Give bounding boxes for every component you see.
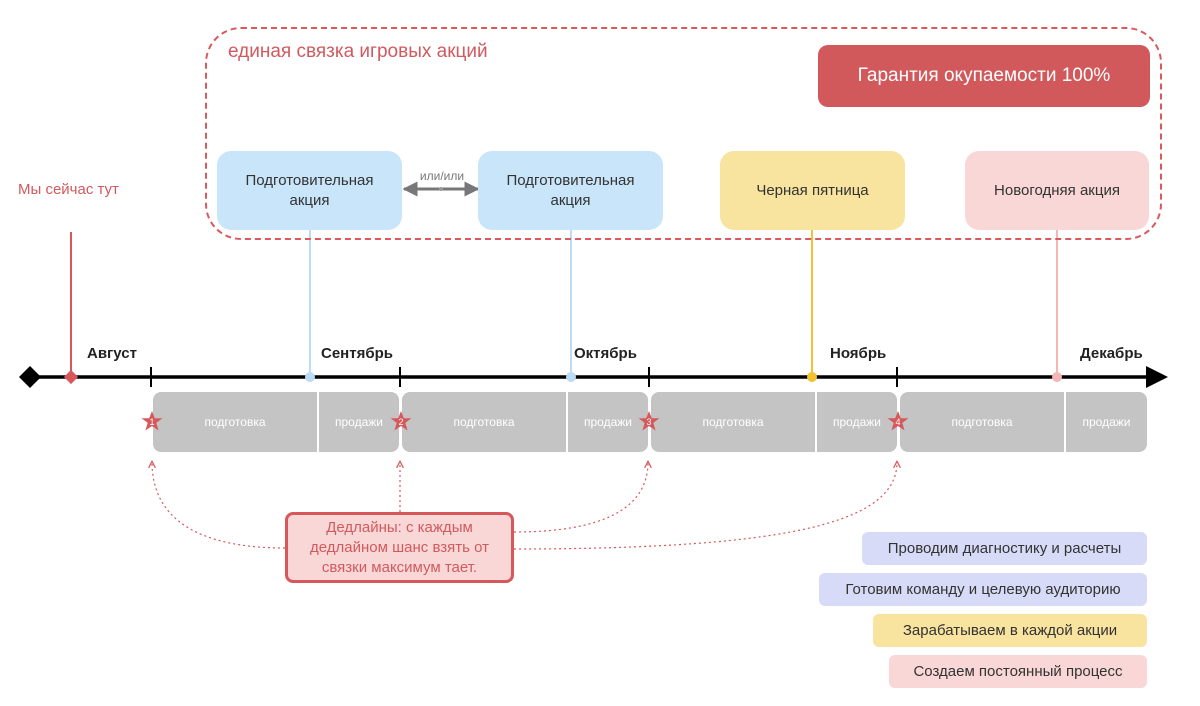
group-title: единая связка игровых акций [228,41,488,62]
segment-prep-4: подготовка [900,392,1064,452]
legend-team-audience: Готовим команду и целевую аудиторию [819,573,1147,606]
deadline-arrow-1 [152,462,286,549]
timeline-arrowhead [1146,366,1168,388]
or-or-label: или/или [419,169,465,183]
deadline-number: 3 [646,417,651,427]
here-marker [63,369,79,385]
month-december: Декабрь [1080,345,1143,362]
card-black-friday: Черная пятница [720,151,905,230]
month-august: Август [87,345,137,362]
deadline-number: 2 [398,417,403,427]
segment-prep-3: подготовка [651,392,815,452]
legend-process: Создаем постоянный процесс [889,655,1147,688]
segment-sales-1: продажи [317,392,399,452]
we-are-here-label: Мы сейчас тут [18,181,119,198]
legend-diagnostics: Проводим диагностику и расчеты [862,532,1147,565]
deadline-arrow-3 [513,462,648,533]
card-marker-4 [1052,372,1062,382]
promo-bundle-group [205,27,1162,240]
guarantee-badge: Гарантия окупаемости 100% [818,45,1150,107]
deadline-star-icon: 4 [887,411,909,431]
deadline-number: 1 [149,417,154,427]
segment-prep-2: подготовка [402,392,566,452]
deadline-arrow-4 [513,462,897,550]
deadline-number: 4 [895,417,900,427]
card-marker-3 [807,372,817,382]
month-october: Октябрь [574,345,637,362]
card-prep-promo-1: Подготовительная акция [217,151,402,230]
segment-sales-3: продажи [815,392,897,452]
card-new-year: Новогодняя акция [965,151,1149,230]
segment-sales-4: продажи [1064,392,1147,452]
card-marker-2 [566,372,576,382]
deadline-star-icon: 3 [638,411,660,431]
segment-prep-1: подготовка [153,392,317,452]
legend-earn: Зарабатываем в каждой акции [873,614,1147,647]
deadline-note: Дедлайны: с каждым дедлайном шанс взять … [285,512,514,583]
month-september: Сентябрь [321,345,393,362]
deadline-star-icon: 1 [141,411,163,431]
or-or-dot [439,187,443,191]
deadline-star-icon: 2 [390,411,412,431]
card-prep-promo-2: Подготовительная акция [478,151,663,230]
segment-sales-2: продажи [566,392,648,452]
card-marker-1 [305,372,315,382]
month-november: Ноябрь [830,345,887,362]
timeline-start-diamond [19,366,41,388]
